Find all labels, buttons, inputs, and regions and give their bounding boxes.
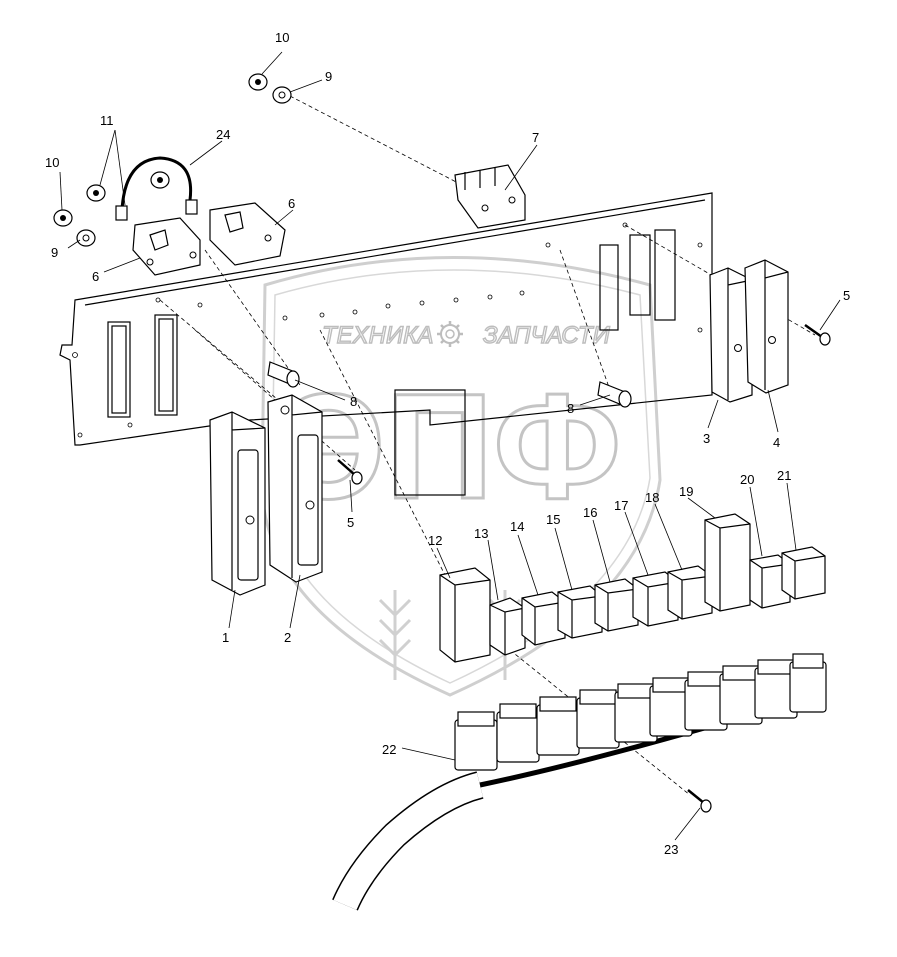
- washer-9-left: [76, 229, 96, 247]
- fuse-block-4: [744, 259, 789, 394]
- callout-17: 17: [614, 498, 628, 513]
- relay-12: [439, 567, 491, 663]
- relay-20: [749, 554, 791, 609]
- callout-8-left: 8: [350, 394, 357, 409]
- screw-5-left: [337, 459, 363, 485]
- nut-11-left: [86, 184, 106, 202]
- callout-12: 12: [428, 533, 442, 548]
- callout-labels: 1 2 3 4 5 5 6 6 7 8 8 9 9 10 10 11 12 13…: [45, 30, 850, 857]
- callout-11: 11: [100, 113, 114, 128]
- nut-10-top: [248, 73, 268, 91]
- watermark-logo: ЭПФ: [279, 362, 622, 530]
- relay-18: [667, 565, 713, 620]
- callout-10-left: 10: [45, 155, 59, 170]
- callout-16: 16: [583, 505, 597, 520]
- callout-7: 7: [532, 130, 539, 145]
- callout-14: 14: [510, 519, 524, 534]
- callout-18: 18: [645, 490, 659, 505]
- callout-6-right: 6: [288, 196, 295, 211]
- nut-11-right: [150, 171, 170, 189]
- callout-10-top: 10: [275, 30, 289, 45]
- callout-1: 1: [222, 630, 229, 645]
- callout-5-left: 5: [347, 515, 354, 530]
- callout-19: 19: [679, 484, 693, 499]
- callout-9-top: 9: [325, 69, 332, 84]
- relay-21: [781, 546, 826, 600]
- fuse-block-2: [267, 394, 323, 583]
- relay-sockets: [454, 653, 827, 771]
- bracket-6-right: [209, 202, 286, 266]
- bracket-6-left: [132, 217, 201, 276]
- assembly-lines: [159, 95, 816, 796]
- jumper-wire-24: [115, 156, 198, 221]
- screw-8-left: [267, 361, 300, 388]
- callout-6-left: 6: [92, 269, 99, 284]
- callout-9-left: 9: [51, 245, 58, 260]
- callout-21: 21: [777, 468, 791, 483]
- washer-9-top: [272, 86, 292, 104]
- callout-24: 24: [216, 127, 230, 142]
- socket-harness-22: [332, 653, 827, 911]
- screw-23: [687, 789, 712, 813]
- callout-20: 20: [740, 472, 754, 487]
- panel-holes: [72, 222, 703, 438]
- fuse-block-3: [709, 267, 753, 403]
- watermark: ТЕХНИКА ЗАПЧАСТИ ЭПФ: [260, 256, 662, 697]
- callout-13: 13: [474, 526, 488, 541]
- relay-14: [521, 591, 566, 646]
- callout-15: 15: [546, 512, 560, 527]
- callout-5-right: 5: [843, 288, 850, 303]
- watermark-right-text: ЗАПЧАСТИ: [483, 322, 611, 349]
- callout-8-right: 8: [567, 401, 574, 416]
- callout-23: 23: [664, 842, 678, 857]
- callout-3: 3: [703, 431, 710, 446]
- screw-5-right: [804, 323, 831, 346]
- nut-10-left: [53, 209, 73, 227]
- relay-17: [632, 571, 679, 627]
- fuse-block-1: [209, 411, 266, 596]
- relay-16: [594, 578, 639, 632]
- callout-22: 22: [382, 742, 396, 757]
- watermark-left-text: ТЕХНИКА: [322, 322, 433, 349]
- relay-row: [439, 513, 826, 663]
- mounting-panel: [59, 192, 713, 496]
- connector-block-7: [454, 164, 526, 229]
- screw-8-right: [597, 381, 632, 408]
- relay-15: [557, 585, 603, 639]
- relay-19: [704, 513, 751, 612]
- callout-leaders: [59, 51, 841, 841]
- callout-4: 4: [773, 435, 780, 450]
- callout-2: 2: [284, 630, 291, 645]
- gear-icon: [437, 321, 463, 347]
- relay-13: [489, 597, 526, 656]
